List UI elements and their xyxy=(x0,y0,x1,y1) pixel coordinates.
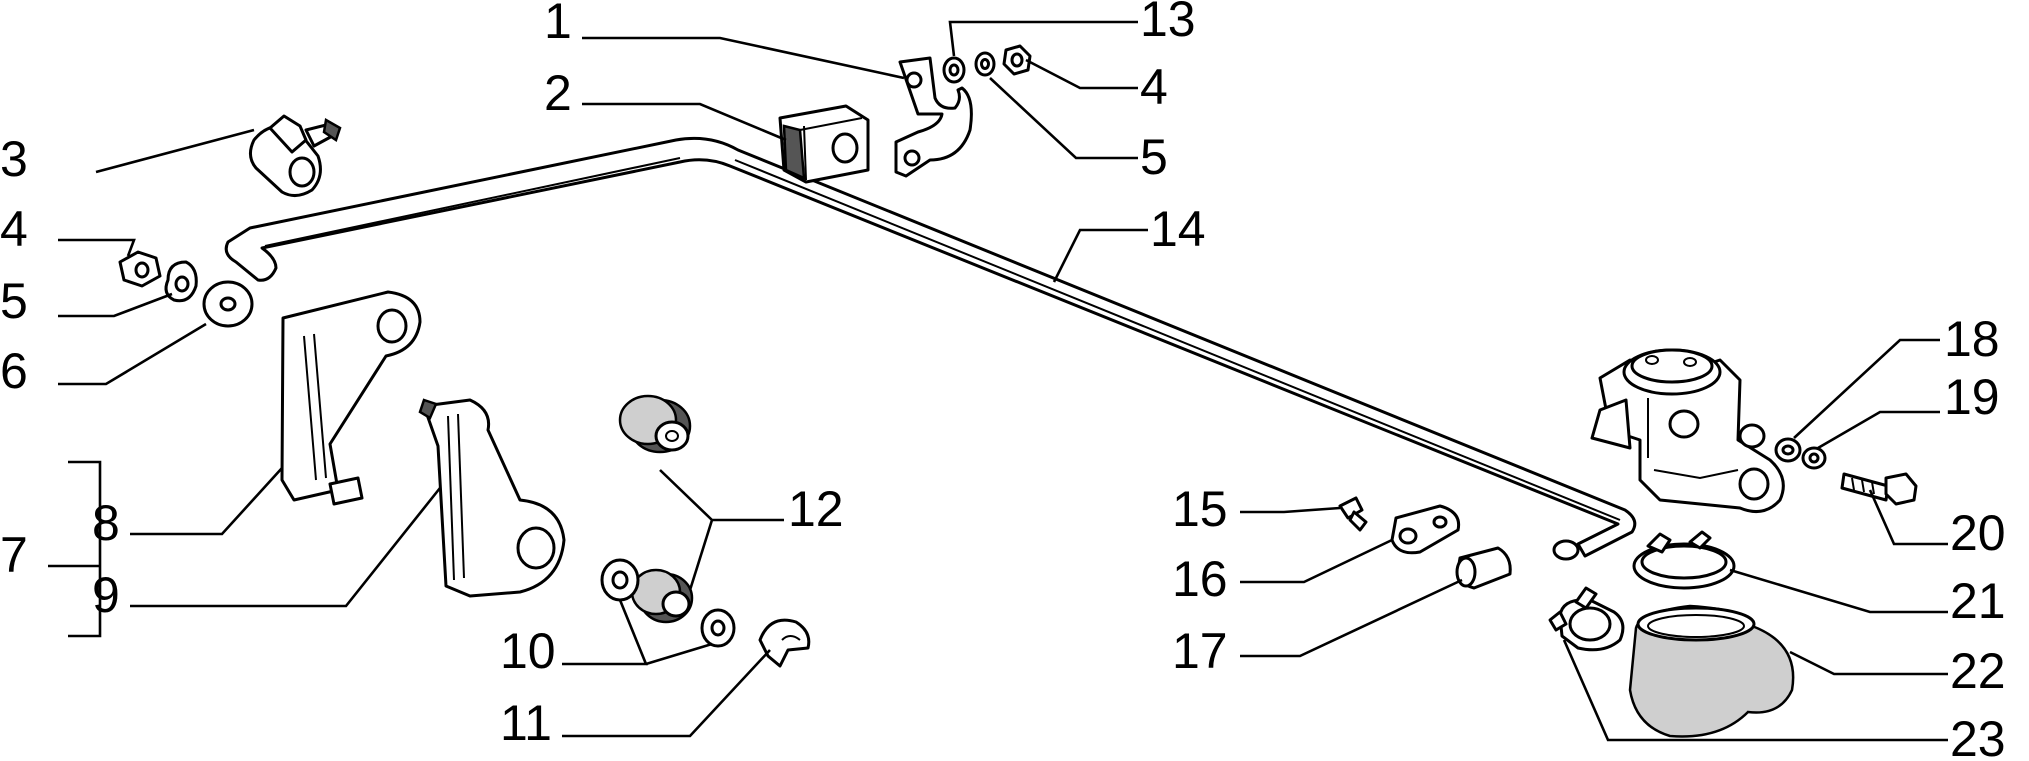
bar-bushing xyxy=(778,104,870,184)
bracket-9 xyxy=(418,398,566,598)
washer-10-left xyxy=(600,558,640,602)
callout-15: 15 xyxy=(1172,481,1228,537)
callout-20: 20 xyxy=(1950,505,2006,561)
lock-washer-5-top xyxy=(974,51,996,77)
callout-10: 10 xyxy=(500,623,556,679)
callout-6: 6 xyxy=(0,343,28,399)
washer-18 xyxy=(1774,437,1802,463)
nut-4-top xyxy=(1002,44,1032,76)
washer-6 xyxy=(202,280,254,328)
stabilizer-bar xyxy=(224,136,1637,561)
adjuster-clamp xyxy=(249,114,342,197)
callout-11: 11 xyxy=(500,695,552,751)
small-screw xyxy=(1338,496,1368,532)
grommet-12-bottom xyxy=(630,568,694,624)
protective-boot xyxy=(1628,604,1795,738)
link-plate xyxy=(1390,504,1461,555)
callout-5-left: 5 xyxy=(0,273,28,329)
callout-18: 18 xyxy=(1944,311,2000,367)
callout-17: 17 xyxy=(1172,623,1228,679)
grommet-12-top xyxy=(618,394,692,454)
callout-5-right: 5 xyxy=(1140,129,1168,185)
lock-washer-5-left xyxy=(164,260,198,303)
mounting-clamp xyxy=(894,56,973,178)
callout-14: 14 xyxy=(1150,201,1206,257)
callout-2: 2 xyxy=(544,65,572,121)
callout-22: 22 xyxy=(1950,643,2006,699)
callout-1: 1 xyxy=(544,0,572,49)
callout-4-left: 4 xyxy=(0,201,28,257)
leader-lines xyxy=(48,20,1948,742)
lock-washer-19 xyxy=(1801,446,1827,470)
spring-clip xyxy=(758,618,811,668)
callout-3: 3 xyxy=(0,131,28,187)
bolt-20 xyxy=(1840,472,1918,506)
callout-8: 8 xyxy=(92,495,120,551)
washer-13 xyxy=(942,56,966,84)
callout-23: 23 xyxy=(1950,711,2006,761)
cylinder-bushing xyxy=(1455,546,1512,590)
callout-4-right: 4 xyxy=(1140,59,1168,115)
callout-19: 19 xyxy=(1944,369,2000,425)
bracket-8 xyxy=(280,290,422,506)
callout-21: 21 xyxy=(1950,573,2006,629)
callout-9: 9 xyxy=(92,567,120,623)
hose-clamp-ring xyxy=(1632,530,1736,590)
callout-7: 7 xyxy=(0,527,28,583)
brake-regulator-valve xyxy=(1590,348,1785,514)
callout-13: 13 xyxy=(1140,0,1196,47)
nut-4-left xyxy=(118,250,162,288)
callout-12: 12 xyxy=(788,481,844,537)
spring-clip-23 xyxy=(1548,586,1625,652)
washer-10-right xyxy=(700,608,736,648)
callout-16: 16 xyxy=(1172,551,1228,607)
